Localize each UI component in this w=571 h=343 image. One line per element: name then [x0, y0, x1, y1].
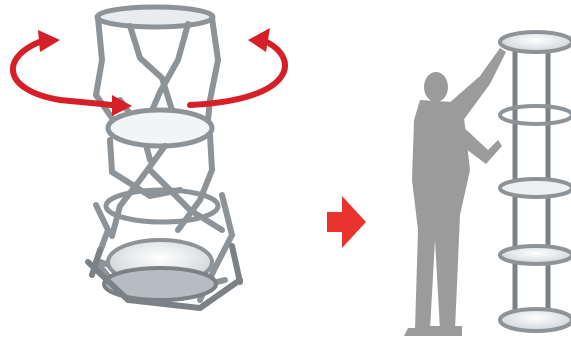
tower-shelf-2	[500, 106, 571, 124]
tower-shelf-3	[500, 179, 571, 197]
collapsed-tower	[88, 7, 240, 308]
person-silhouette-icon	[404, 48, 506, 336]
next-step-arrow-icon	[327, 196, 366, 248]
tower-base	[500, 309, 571, 331]
tower-top-shelf	[500, 32, 571, 52]
rotate-arrow-icon	[13, 40, 285, 105]
rotate-arrowhead-left	[38, 30, 60, 52]
rotate-arrowhead-right	[248, 28, 270, 52]
tower-shelf-4	[500, 246, 571, 264]
middle-ring	[108, 110, 212, 146]
assembled-tower	[500, 32, 571, 331]
top-ring	[97, 7, 213, 27]
